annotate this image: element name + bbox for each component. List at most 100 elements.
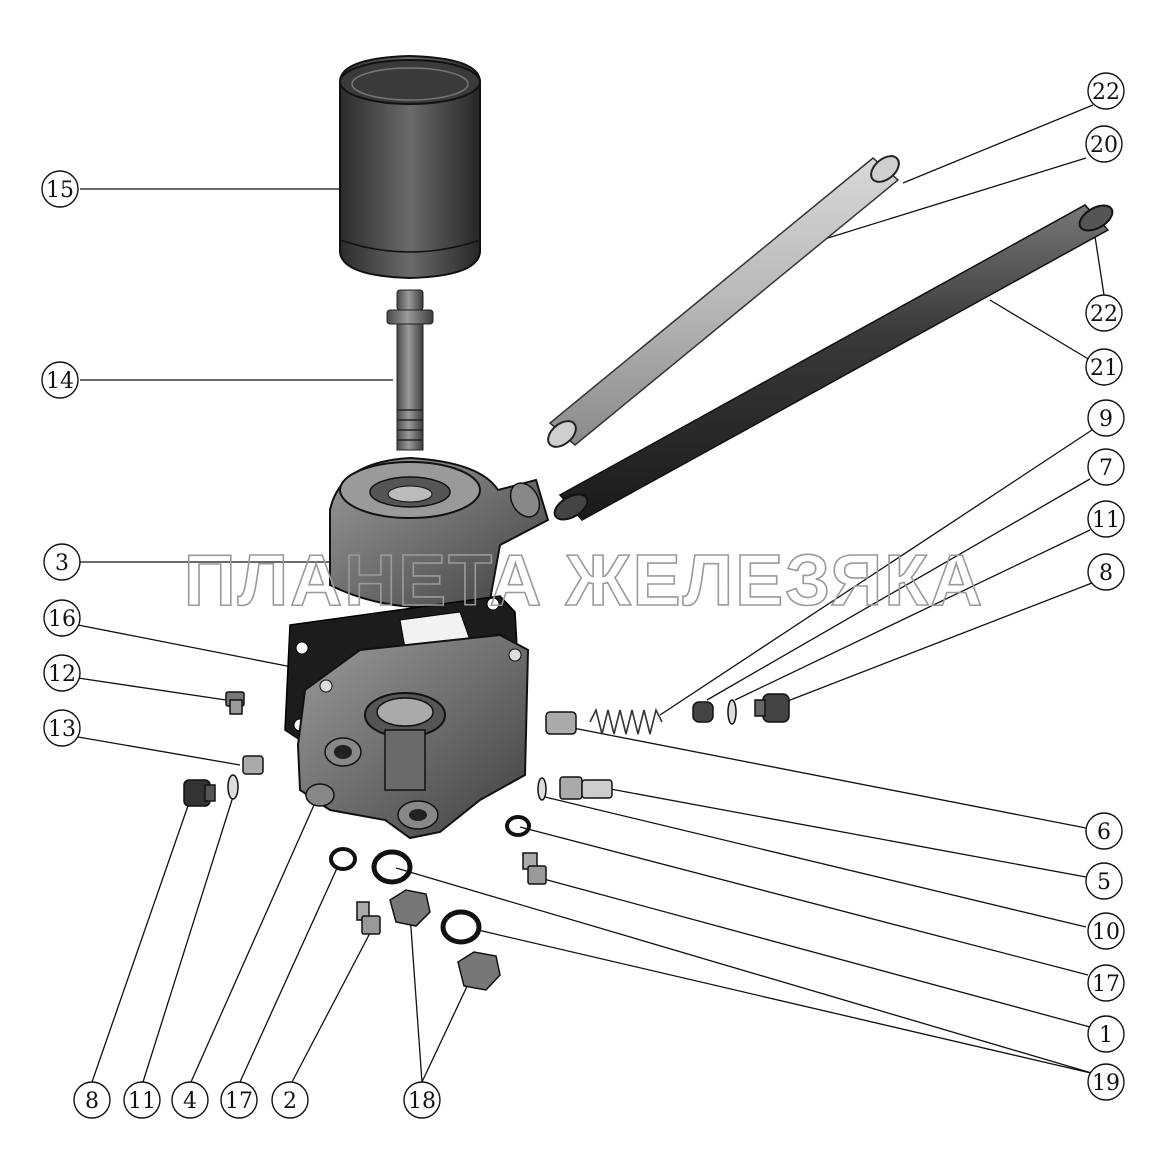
- plug-part-8-right: [754, 693, 790, 723]
- callout-8-right: 8: [1087, 553, 1125, 591]
- callout-1: 1: [1087, 1015, 1125, 1053]
- ring-part-19-a: [371, 849, 413, 885]
- callout-18: 18: [403, 1081, 441, 1119]
- bolt-part-1: [522, 852, 547, 885]
- leader-7: [706, 478, 1091, 701]
- callout-label: 3: [55, 551, 69, 576]
- leader-18-a: [409, 913, 423, 1083]
- leader-18-b: [421, 979, 471, 1083]
- callout-label: 4: [183, 1089, 197, 1114]
- callout-labels: 22 20 15 22 21 14 9 7 11 8 3 16 12 13 6 …: [41, 72, 1125, 1119]
- plug-part-18-a: [389, 889, 431, 927]
- leader-4: [190, 795, 319, 1083]
- leader-9: [659, 429, 1093, 716]
- small-parts: [183, 691, 790, 991]
- callout-8-bottom: 8: [73, 1081, 111, 1119]
- ring-part-17-right: [505, 815, 531, 837]
- plug-part-8-left: [183, 779, 216, 807]
- leader-11-bottom: [142, 783, 238, 1083]
- leader-10: [544, 796, 1087, 928]
- callout-label: 7: [1099, 456, 1113, 481]
- callout-label: 16: [48, 607, 76, 632]
- leader-17-bottom: [239, 865, 339, 1083]
- leader-8-bottom: [91, 799, 191, 1083]
- callout-label: 8: [1099, 561, 1113, 586]
- callout-label: 18: [408, 1089, 436, 1114]
- callout-6: 6: [1085, 812, 1123, 850]
- fitting-bolt-part-14: [386, 289, 434, 451]
- leader-16: [77, 624, 293, 668]
- spring-part-9: [589, 707, 663, 735]
- callout-label: 9: [1099, 407, 1113, 432]
- callout-label: 2: [283, 1089, 297, 1114]
- callout-17-right: 17: [1087, 964, 1125, 1002]
- leader-17-right: [519, 826, 1089, 976]
- callout-label: 17: [1092, 972, 1120, 997]
- plug-part-7: [692, 701, 714, 723]
- callout-10: 10: [1087, 912, 1125, 950]
- callout-label: 6: [1097, 820, 1111, 845]
- callout-2: 2: [271, 1081, 309, 1119]
- plug-part-13: [242, 755, 264, 775]
- leader-6: [572, 727, 1087, 829]
- callout-label: 17: [225, 1089, 253, 1114]
- callout-label: 11: [128, 1089, 156, 1114]
- callout-label: 15: [46, 178, 74, 203]
- callout-3: 3: [43, 543, 81, 581]
- leader-12: [77, 677, 227, 701]
- main-body-part-4: [296, 633, 530, 840]
- callout-label: 5: [1097, 870, 1111, 895]
- dark-hose-part-21: [553, 204, 1114, 521]
- leader-20: [814, 157, 1087, 243]
- callout-label: 1: [1099, 1023, 1113, 1048]
- leader-13: [77, 736, 241, 766]
- bolt-part-2: [356, 901, 381, 935]
- callout-11-right: 11: [1087, 500, 1125, 538]
- callout-12: 12: [43, 654, 81, 692]
- callout-22-right: 22: [1085, 294, 1123, 332]
- callout-label: 20: [1090, 133, 1118, 158]
- leader-11-right: [734, 529, 1091, 701]
- valve-part-6: [545, 711, 577, 735]
- callout-7: 7: [1087, 448, 1125, 486]
- washer-part-11-left: [227, 774, 239, 800]
- callout-9: 9: [1087, 399, 1125, 437]
- callout-label: 10: [1092, 920, 1120, 945]
- callout-11-bottom: 11: [123, 1081, 161, 1119]
- leader-21: [989, 299, 1091, 361]
- callout-label: 13: [48, 717, 76, 742]
- light-hose-part-20: [547, 155, 900, 448]
- ring-part-17-bottom: [329, 847, 357, 871]
- ring-part-19-b: [440, 909, 482, 945]
- callout-label: 14: [46, 369, 74, 394]
- callout-label: 22: [1090, 302, 1118, 327]
- plug-part-18-b: [457, 951, 501, 991]
- leader-19-a: [395, 867, 1096, 1075]
- leader-lines: [77, 104, 1105, 1083]
- washer-part-11-right: [727, 699, 737, 725]
- callout-label: 21: [1090, 356, 1118, 381]
- callout-13: 13: [43, 709, 81, 747]
- callout-label: 8: [85, 1089, 99, 1114]
- callout-20: 20: [1085, 125, 1123, 163]
- callout-5: 5: [1085, 862, 1123, 900]
- callout-label: 22: [1092, 80, 1120, 105]
- watermark-text: ПЛАНЕТА ЖЕЛЕЗЯКА: [184, 541, 984, 621]
- leader-22-top: [902, 104, 1094, 184]
- leader-22-right: [1093, 229, 1105, 296]
- leader-8-right: [779, 582, 1093, 705]
- callout-4: 4: [171, 1081, 209, 1119]
- callout-label: 19: [1092, 1071, 1120, 1096]
- leader-19-b: [477, 929, 1096, 1075]
- leader-5: [604, 787, 1087, 878]
- fitting-part-5: [559, 776, 613, 800]
- callout-19: 19: [1087, 1063, 1125, 1101]
- leader-1: [539, 877, 1091, 1028]
- callout-17-bottom: 17: [220, 1081, 258, 1119]
- plug-part-12: [225, 691, 245, 715]
- adapter-housing-part-3: [329, 456, 550, 609]
- callout-22-top: 22: [1087, 72, 1125, 110]
- leader-2: [291, 932, 371, 1083]
- callout-label: 12: [48, 662, 76, 687]
- callout-16: 16: [43, 599, 81, 637]
